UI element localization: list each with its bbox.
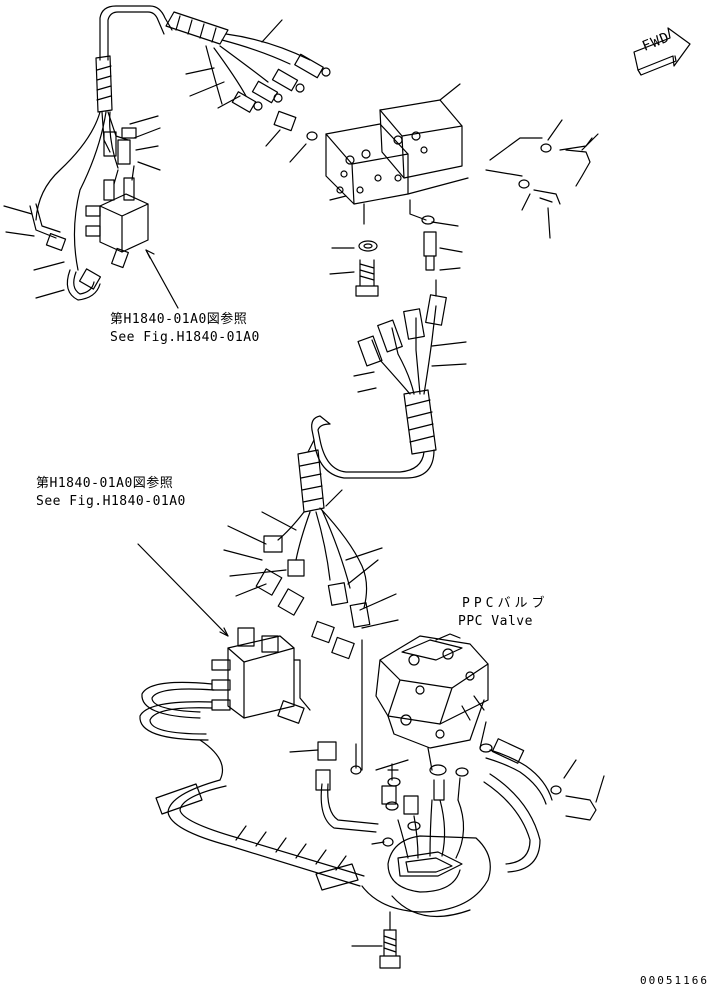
reference-label-upper-en: See Fig.H1840-01A0 <box>110 330 260 345</box>
reference-label-middle-en: See Fig.H1840-01A0 <box>36 494 186 509</box>
upper-left-valve-block <box>85 165 179 309</box>
reference-label-middle-jp: 第H1840-01A0図参照 <box>36 476 174 491</box>
drawing-number: 00051166 <box>640 974 709 987</box>
middle-hose-bundle <box>311 279 467 479</box>
ppc-valve-label-jp: PPCバルブ <box>462 596 549 611</box>
fwd-arrow-icon <box>633 27 691 76</box>
lower-hose-loop <box>155 769 541 969</box>
reference-label-upper-jp: 第H1840-01A0図参照 <box>110 312 248 327</box>
ppc-valve-label-en: PPC Valve <box>458 614 533 629</box>
lower-hose-bundle <box>137 439 399 781</box>
ppc-valve <box>289 633 605 821</box>
upper-hose-bundle <box>3 5 331 301</box>
upper-right-valve-stack <box>265 83 599 297</box>
